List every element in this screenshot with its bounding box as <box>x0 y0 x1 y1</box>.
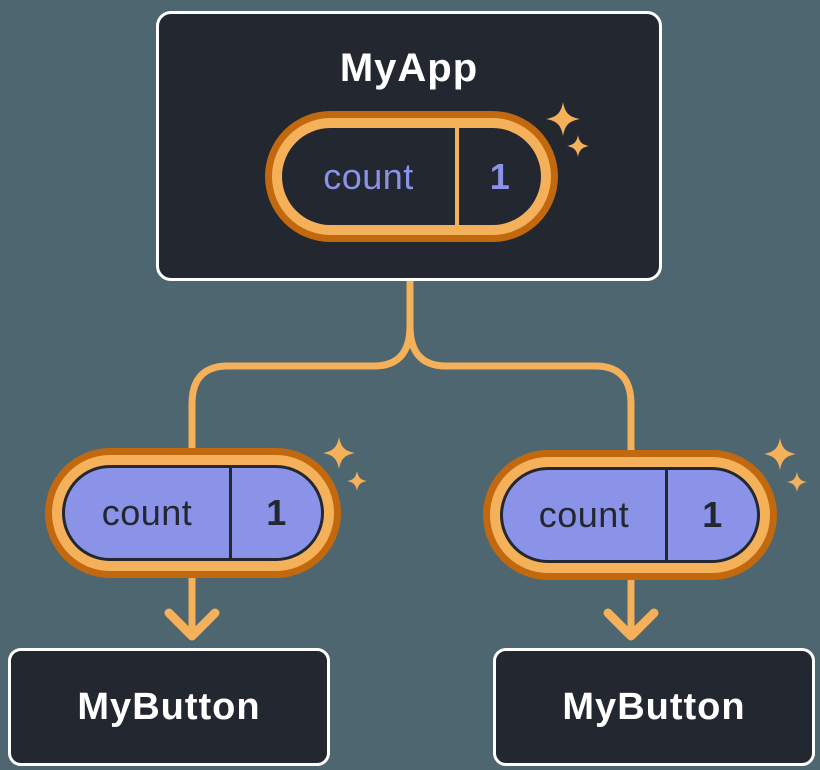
prop-name: count <box>538 494 630 535</box>
sparkle-big-star <box>764 438 796 470</box>
sparkle-small-star <box>787 472 807 492</box>
sparkle-big-star <box>546 102 580 136</box>
sparkle-icon <box>323 437 367 491</box>
sparkle-big-star <box>323 437 355 469</box>
sparkle-small-star <box>347 471 367 491</box>
prop-pill-ring: count 1 <box>52 455 334 571</box>
state-pill-core: count 1 <box>282 128 541 225</box>
prop-pill-core: count 1 <box>500 467 760 563</box>
arrow-down-right-icon <box>603 608 659 641</box>
prop-value: 1 <box>665 470 757 560</box>
state-pill-ring: count 1 <box>272 118 551 235</box>
state-name: count <box>323 155 414 197</box>
branch-right-line <box>406 281 635 630</box>
prop-pill-left: count 1 <box>45 448 341 578</box>
sparkle-small-star <box>567 135 589 157</box>
prop-pill-core: count 1 <box>62 465 324 561</box>
state-pill-myapp: count 1 <box>265 111 558 242</box>
node-mybutton-left: MyButton <box>8 648 330 766</box>
prop-name: count <box>101 492 193 533</box>
sparkle-icon <box>764 438 807 492</box>
prop-value: 1 <box>229 468 321 558</box>
node-mybutton-title: MyButton <box>77 685 261 728</box>
node-myapp-title: MyApp <box>339 46 479 90</box>
branch-left-line <box>188 281 414 630</box>
node-mybutton-title: MyButton <box>562 685 746 728</box>
sparkle-icon <box>546 102 589 157</box>
node-mybutton-right: MyButton <box>493 648 815 766</box>
state-value: 1 <box>455 128 541 225</box>
prop-pill-right: count 1 <box>483 450 777 580</box>
arrow-down-left-icon <box>164 608 220 641</box>
prop-pill-ring: count 1 <box>490 457 770 573</box>
